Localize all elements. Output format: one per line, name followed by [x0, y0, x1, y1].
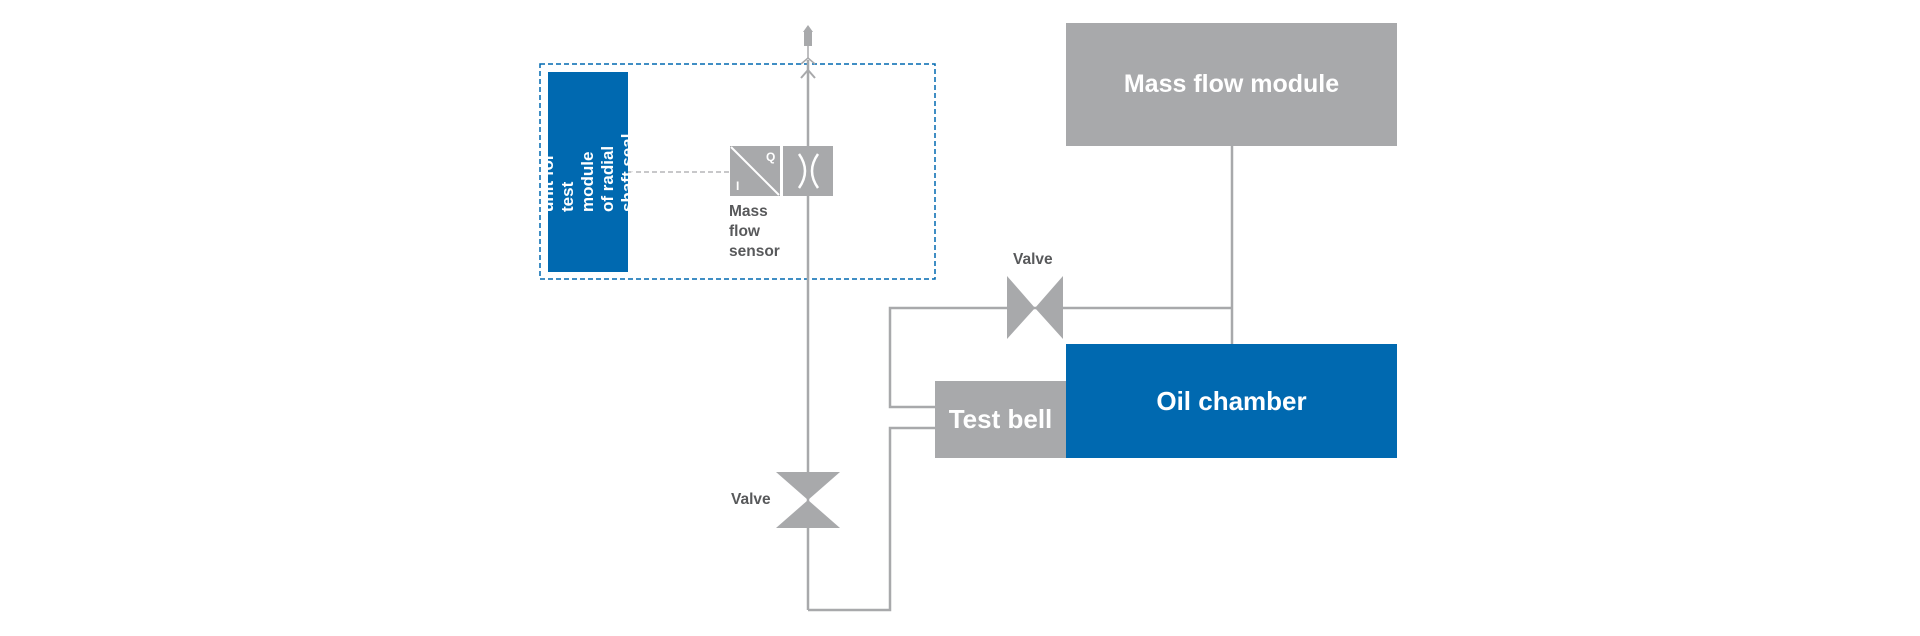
valve-bottom-label: Valve: [731, 491, 771, 508]
control-unit-block[interactable]: Control unit for test module of radial s…: [518, 72, 657, 272]
valve-top-icon[interactable]: [1007, 276, 1063, 339]
mass-flow-sensor-label: Mass flow sensor: [729, 203, 780, 260]
bottom-return-pipe: [808, 426, 935, 612]
test-bell-block[interactable]: Test bell: [935, 381, 1066, 458]
valve-top-label: Valve: [1013, 251, 1053, 268]
valve-bottom-icon[interactable]: [776, 472, 840, 528]
mass-flow-module-block[interactable]: Mass flow module: [1066, 23, 1397, 146]
oil-chamber-block[interactable]: Oil chamber: [1066, 344, 1397, 458]
exhaust-outlet-icon: [800, 25, 816, 79]
control-unit-label: Control unit for test module of radial s…: [518, 133, 657, 212]
mass-flow-sensor-icon[interactable]: [730, 146, 833, 196]
control-boundary: [539, 63, 936, 280]
